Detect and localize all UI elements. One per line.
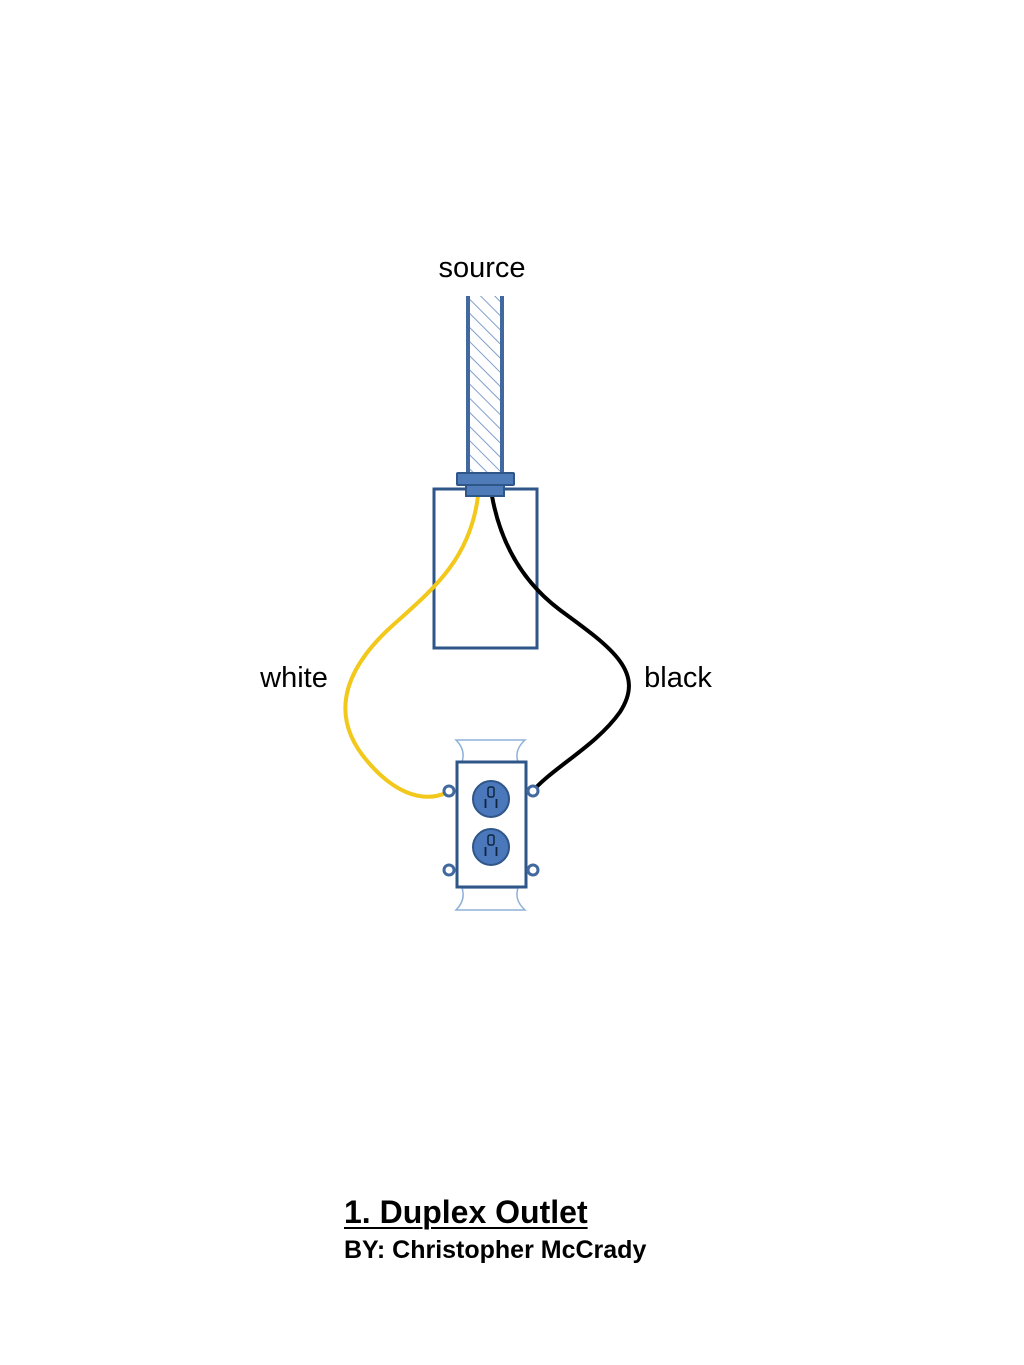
mounting-strap-bottom xyxy=(454,887,527,911)
diagram-title: 1. Duplex Outlet xyxy=(344,1194,588,1230)
white-wire-label: white xyxy=(259,662,328,694)
terminal-screw-top-right xyxy=(526,784,540,798)
black-wire-label: black xyxy=(644,662,712,694)
outlet-face-lower xyxy=(472,828,510,866)
mounting-strap-top xyxy=(454,739,527,763)
terminal-screw-bottom-left xyxy=(442,863,456,877)
source-label: source xyxy=(438,252,525,284)
duplex-receptacle xyxy=(442,739,540,911)
box-connector-fitting xyxy=(456,472,515,497)
conduit-hatching xyxy=(468,296,502,476)
source-conduit xyxy=(466,296,504,476)
terminal-screw-bottom-right xyxy=(526,863,540,877)
black-wire xyxy=(490,494,631,794)
receptacle-body xyxy=(455,760,528,889)
terminal-screw-top-left xyxy=(442,784,456,798)
author-credit: BY: Christopher McCrady xyxy=(344,1236,647,1264)
white-wire xyxy=(343,494,480,799)
title-block: 1. Duplex Outlet BY: Christopher McCrady xyxy=(344,1192,904,1266)
outlet-face-upper xyxy=(472,780,510,818)
